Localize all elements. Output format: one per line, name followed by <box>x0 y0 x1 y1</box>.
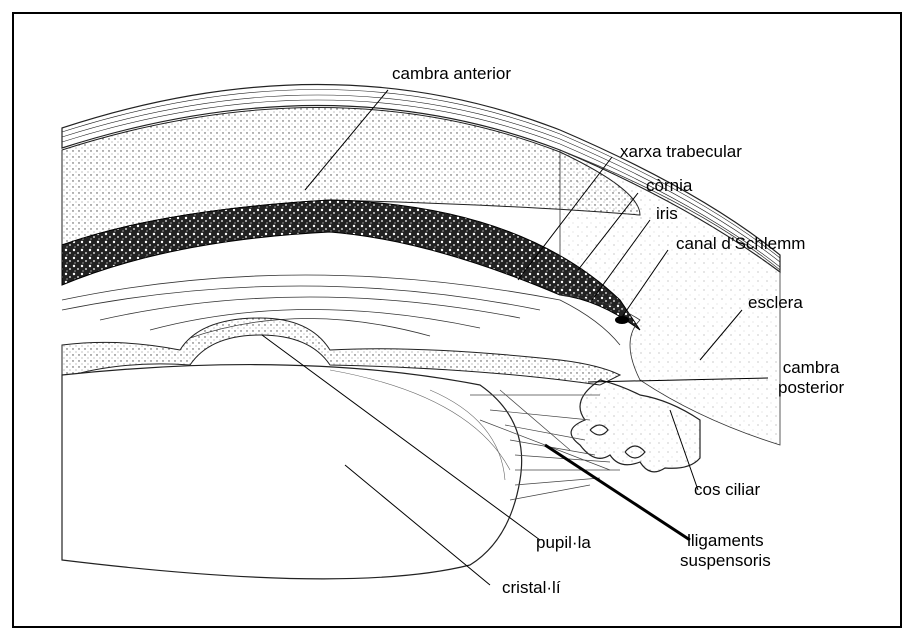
label-cambra-posterior: cambra posterior <box>778 358 844 398</box>
label-cambra-posterior-line2: posterior <box>778 378 844 398</box>
lens-body-shape <box>62 365 522 579</box>
label-iris: iris <box>656 204 678 224</box>
label-esclera: esclera <box>748 293 803 313</box>
label-pupil-la: pupil·la <box>536 533 591 553</box>
label-cos-ciliar: cos ciliar <box>694 480 760 500</box>
label-cornia: còrnia <box>646 176 692 196</box>
label-lligaments-line1: lligaments <box>680 531 771 551</box>
label-canal-schlemm: canal d’Schlemm <box>676 234 805 254</box>
label-lligaments-line2: suspensoris <box>680 551 771 571</box>
label-lligaments-suspensoris: lligaments suspensoris <box>680 531 771 571</box>
label-cambra-posterior-line1: cambra <box>778 358 844 378</box>
label-xarxa-trabecular: xarxa trabecular <box>620 142 742 162</box>
label-cristal-li: cristal·lí <box>502 578 561 598</box>
label-cambra-anterior: cambra anterior <box>392 64 511 84</box>
